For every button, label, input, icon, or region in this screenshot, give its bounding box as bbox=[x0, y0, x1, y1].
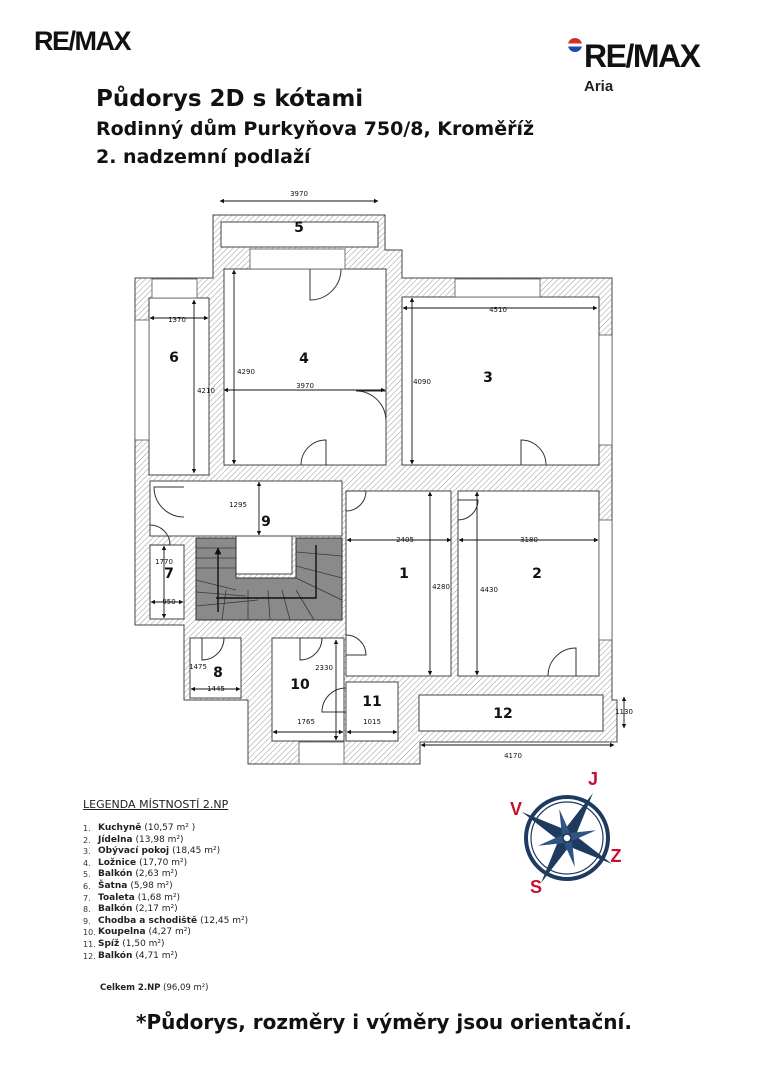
legend-item: 6.Šatna(5,98 m²) bbox=[83, 880, 173, 891]
dim-label: 1015 bbox=[363, 718, 381, 726]
legend-item: 11.Spíž(1,50 m²) bbox=[83, 938, 165, 949]
dim-label: 4170 bbox=[504, 752, 522, 760]
room-number-7: 7 bbox=[164, 566, 174, 582]
dim-label: 3970 bbox=[296, 382, 314, 390]
dim-label: 1765 bbox=[297, 718, 315, 726]
dim-label: 1370 bbox=[168, 316, 186, 324]
staircase bbox=[195, 537, 343, 621]
legend-item: 4.Ložnice(17,70 m²) bbox=[83, 857, 188, 868]
room-6 bbox=[148, 297, 210, 476]
dimension-lines bbox=[149, 198, 627, 748]
room-2 bbox=[457, 490, 600, 677]
room-number-10: 10 bbox=[290, 677, 310, 693]
room-number-11: 11 bbox=[362, 694, 381, 710]
remax-logo-left: RE/MAX bbox=[34, 26, 132, 56]
room-number-5: 5 bbox=[294, 220, 304, 236]
dim-label: 4280 bbox=[432, 583, 450, 591]
room-3 bbox=[401, 296, 600, 466]
dim-label: 950 bbox=[162, 598, 175, 606]
windows bbox=[134, 248, 613, 765]
room-number-3: 3 bbox=[483, 370, 493, 386]
room-9-top bbox=[149, 480, 343, 537]
room-number-12: 12 bbox=[493, 706, 512, 722]
room-number-6: 6 bbox=[169, 350, 179, 366]
room-9-center bbox=[235, 535, 293, 575]
room-number-8: 8 bbox=[213, 665, 223, 681]
dim-label: 1445 bbox=[207, 685, 225, 693]
compass-labels: J V Z S bbox=[510, 769, 622, 897]
dim-label: 2330 bbox=[315, 664, 333, 672]
room-7 bbox=[149, 544, 185, 620]
total-area: Celkem 2.NP (96,09 m²) bbox=[100, 983, 208, 993]
compass-west: V bbox=[510, 799, 522, 819]
room-number-9: 9 bbox=[261, 514, 271, 530]
dim-label: 4510 bbox=[489, 306, 507, 314]
compass-north: J bbox=[588, 769, 598, 789]
room-number-2: 2 bbox=[532, 566, 542, 582]
legend-item: 8.Balkón(2,17 m²) bbox=[83, 904, 178, 915]
room-12 bbox=[418, 694, 604, 732]
legend-item: 9.Chodba a schodiště(12,45 m²) bbox=[83, 915, 249, 926]
dim-label: 4210 bbox=[197, 387, 215, 395]
legend-item: 3.Obývací pokoj(18,45 m²) bbox=[83, 846, 221, 857]
room-number-1: 1 bbox=[399, 566, 409, 582]
dim-label: 4430 bbox=[480, 586, 498, 594]
dim-label: 3970 bbox=[290, 190, 308, 198]
room-number-4: 4 bbox=[299, 351, 309, 367]
compass-south: S bbox=[530, 877, 542, 897]
legend-item: 12.Balkón(4,71 m²) bbox=[83, 950, 178, 961]
doors bbox=[149, 268, 577, 713]
total-value: (96,09 m²) bbox=[163, 983, 209, 993]
total-label: Celkem 2.NP bbox=[100, 983, 161, 993]
legend-item: 10.Koupelna(4,27 m²) bbox=[83, 927, 191, 938]
room-4 bbox=[223, 268, 387, 466]
dim-label: 4090 bbox=[413, 378, 431, 386]
legend-item: 2.Jídelna(13,98 m²) bbox=[83, 834, 184, 845]
compass-rose bbox=[521, 792, 613, 884]
legend-item: 7.Toaleta(1,68 m²) bbox=[83, 892, 181, 903]
room-legend: LEGENDA MÍSTNOSTÍ 2.NP 1.Kuchyně(10,57 m… bbox=[83, 798, 248, 962]
dim-label: 1130 bbox=[615, 708, 633, 716]
legend-item: 1.Kuchyně(10,57 m² ) bbox=[83, 823, 196, 833]
plan-title: Půdorys 2D s kótami bbox=[96, 86, 364, 112]
floor-name: 2. nadzemní podlaží bbox=[96, 146, 311, 168]
compass-east: Z bbox=[611, 846, 622, 866]
dim-label: 1295 bbox=[229, 501, 247, 509]
remax-logo-right: RE/MAX bbox=[584, 38, 701, 74]
dim-label: 1770 bbox=[155, 558, 173, 566]
legend-item: 5.Balkón(2,63 m²) bbox=[83, 869, 178, 880]
dim-label: 4290 bbox=[237, 368, 255, 376]
dim-label: 2405 bbox=[396, 536, 414, 544]
balloon-icon bbox=[568, 38, 582, 52]
legend-list: 1.Kuchyně(10,57 m² ) 2.Jídelna(13,98 m²)… bbox=[83, 823, 248, 962]
room-5 bbox=[220, 221, 379, 248]
room-numbers: 5 6 4 3 9 7 1 2 8 10 11 12 bbox=[164, 220, 542, 722]
dim-label: 1475 bbox=[189, 663, 207, 671]
property-address: Rodinný dům Purkyňova 750/8, Kroměříž bbox=[96, 118, 535, 140]
office-name: Aria bbox=[584, 78, 614, 95]
dimension-labels: 3970 1370 4510 3970 4290 4210 4090 1295 … bbox=[155, 190, 633, 760]
dim-label: 3180 bbox=[520, 536, 538, 544]
legend-title: LEGENDA MÍSTNOSTÍ 2.NP bbox=[83, 798, 229, 811]
disclaimer-footnote: *Půdorys, rozměry i výměry jsou orientač… bbox=[135, 1010, 632, 1034]
room-10 bbox=[271, 637, 345, 742]
